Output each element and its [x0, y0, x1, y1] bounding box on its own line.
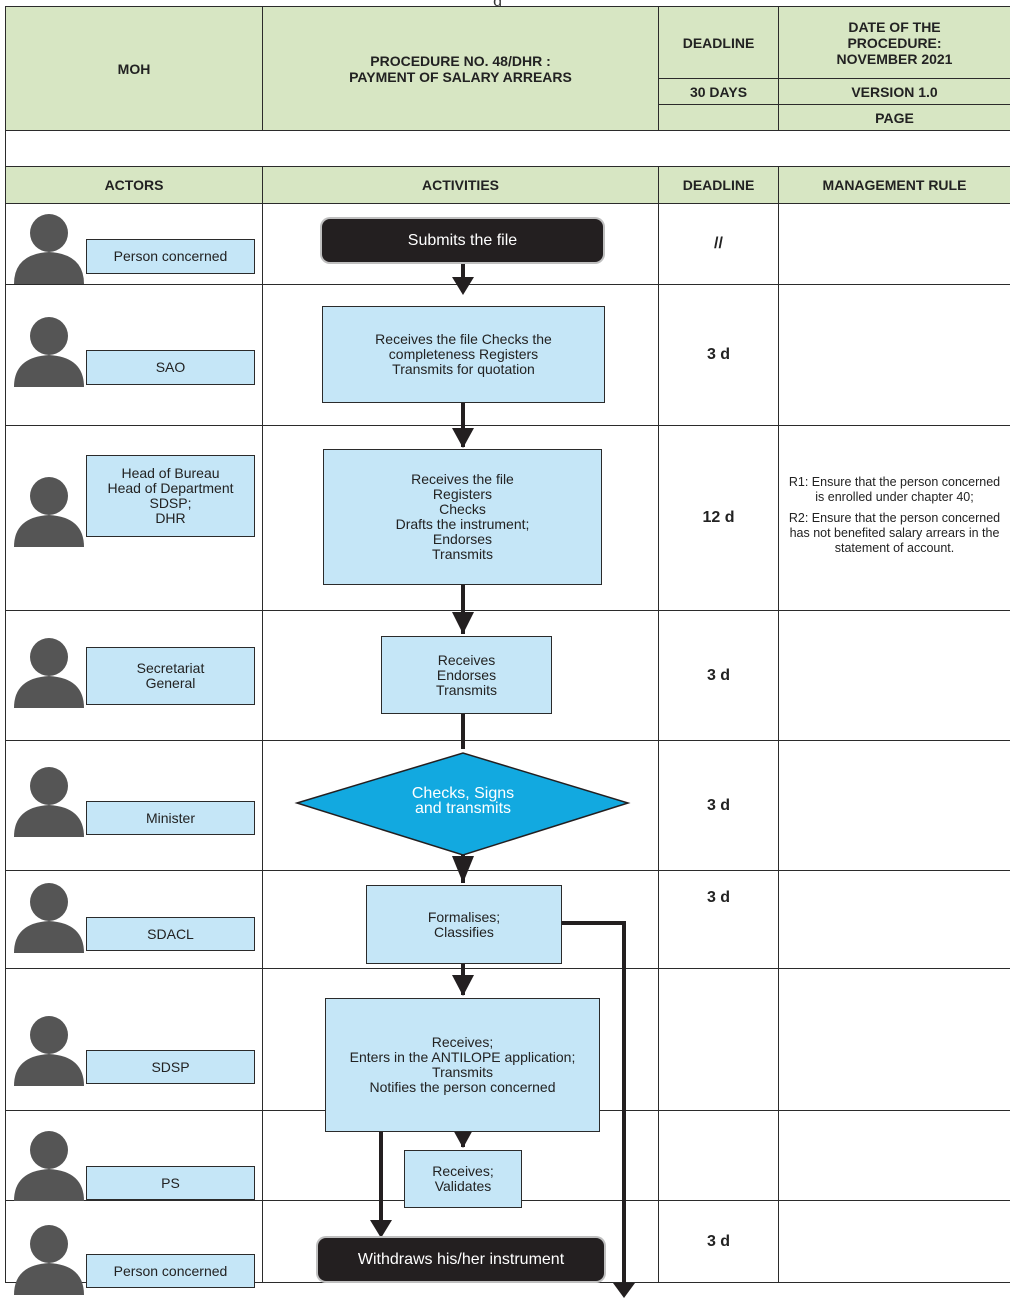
- actor-label: Secretariat General: [86, 647, 255, 705]
- org-cell: MOH: [5, 6, 263, 131]
- actor-label-text: Secretariat General: [136, 660, 205, 691]
- procedure-date: DATE OF THE PROCEDURE: NOVEMBER 2021: [778, 6, 1010, 79]
- person-avatar-icon: [14, 883, 84, 953]
- spacer-row: [5, 130, 1010, 167]
- actor-label: SAO: [86, 350, 255, 385]
- actor-cell: [5, 968, 263, 1111]
- sdacl-activity-box: Formalises; Classifies: [366, 885, 562, 964]
- procedure-title: PROCEDURE NO. 48/DHR : PAYMENT OF SALARY…: [262, 6, 659, 131]
- person-avatar-icon: [14, 767, 84, 837]
- page-label: PAGE: [778, 104, 1010, 131]
- actor-label: Head of Bureau Head of Department SDSP; …: [86, 455, 255, 537]
- rule-r1: R1: Ensure that the person concerned is …: [788, 474, 1001, 504]
- actor-label: Person concerned: [86, 239, 255, 274]
- sao-activity-box: Receives the file Checks the completenes…: [322, 306, 605, 403]
- actor-label: SDSP: [86, 1050, 255, 1084]
- person-avatar-icon: [14, 1225, 84, 1295]
- sg-activity-box: Receives Endorses Transmits: [381, 636, 552, 714]
- column-header-actors: ACTORS: [5, 166, 263, 204]
- management-rule-cell: [778, 284, 1010, 426]
- row-deadline: 3 d: [658, 1200, 779, 1283]
- management-rule-cell: [778, 740, 1010, 871]
- version-label: VERSION 1.0: [778, 78, 1010, 105]
- end-terminal: Withdraws his/her instrument: [318, 1238, 604, 1281]
- management-rule-cell: [778, 610, 1010, 741]
- row-deadline: 3 d: [658, 610, 779, 741]
- start-terminal: Submits the file: [322, 219, 603, 262]
- person-avatar-icon: [14, 1131, 84, 1201]
- blank-header-cell: [658, 104, 779, 131]
- management-rule-cell: [778, 203, 1010, 285]
- actor-label: SDACL: [86, 917, 255, 951]
- minister-decision-text: Checks, Signs and transmits: [411, 785, 515, 817]
- management-rule-cell: [778, 1200, 1010, 1283]
- row-deadline: [658, 1110, 779, 1201]
- row-deadline: 12 d: [658, 425, 779, 611]
- management-rule-cell: [778, 968, 1010, 1111]
- management-rule-cell: [778, 870, 1010, 969]
- person-avatar-icon: [14, 317, 84, 387]
- arrowhead-sdacl-bypass: [613, 1283, 635, 1298]
- procedure-title-text: PROCEDURE NO. 48/DHR : PAYMENT OF SALARY…: [349, 52, 572, 85]
- deadline-header-label: DEADLINE: [658, 6, 779, 79]
- head-activity-box: Receives the file Registers Checks Draft…: [323, 449, 602, 585]
- person-avatar-icon: [14, 477, 84, 547]
- row-deadline: //: [658, 203, 779, 285]
- person-avatar-icon: [14, 214, 84, 284]
- procedure-date-text: DATE OF THE PROCEDURE: NOVEMBER 2021: [836, 18, 953, 67]
- person-avatar-icon: [14, 1016, 84, 1086]
- management-rule-cell: R1: Ensure that the person concerned is …: [778, 425, 1010, 611]
- rule-r2: R2: Ensure that the person concerned has…: [788, 510, 1001, 555]
- column-header-deadline: DEADLINE: [658, 166, 779, 204]
- row-deadline: 3 d: [658, 740, 779, 871]
- cut-off-heading: g: [0, 0, 1010, 6]
- row-deadline: [658, 968, 779, 1111]
- actor-label: Person concerned: [86, 1254, 255, 1288]
- column-header-management-rule: MANAGEMENT RULE: [778, 166, 1010, 204]
- actor-label-text: Head of Bureau Head of Department SDSP; …: [107, 465, 234, 526]
- ps-activity-box: Receives; Validates: [404, 1150, 522, 1208]
- row-deadline: 3 d: [658, 284, 779, 426]
- deadline-total: 30 DAYS: [658, 78, 779, 105]
- column-header-activities: ACTIVITIES: [262, 166, 659, 204]
- actor-label: Minister: [86, 801, 255, 835]
- management-rule-cell: [778, 1110, 1010, 1201]
- person-avatar-icon: [14, 638, 84, 708]
- actor-label: PS: [86, 1166, 255, 1200]
- sdsp-activity-box: Receives; Enters in the ANTILOPE applica…: [325, 998, 600, 1132]
- row-deadline: 3 d: [658, 870, 779, 969]
